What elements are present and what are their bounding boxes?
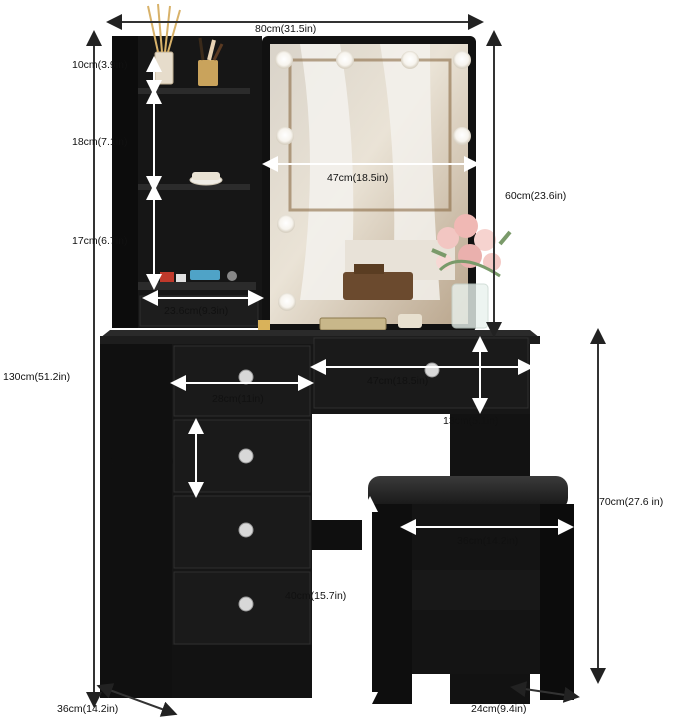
label-shelf-base-width: 23.6cm(9.3in) [164,305,229,317]
label-total-width: 80cm(31.5in) [255,23,317,35]
label-stool-width: 36cm(14.2in) [457,535,519,547]
label-shelf-middle-gap: 18cm(7.1in) [72,136,128,148]
label-depth: 36cm(14.2in) [57,703,119,715]
label-mirror-height: 60cm(23.6in) [505,190,567,202]
label-shelf-top-gap: 10cm(3.9in) [72,59,128,71]
lighted-mirror [262,36,476,332]
trinket-dish [189,172,223,186]
label-long-drawer-height: 13cm(5.1in) [443,415,499,427]
label-total-height: 130cm(51.2in) [3,371,71,383]
label-drawer-height: 14.6cm(5.7in) [109,455,174,467]
measurement-lines [86,14,606,717]
jewelry-tray [319,317,387,331]
perfume-items [258,314,422,330]
cosmetics-items [160,270,237,282]
mirror-bulbs [275,51,471,311]
label-shelf-lower-gap: 17cm(6.7in) [72,235,128,247]
label-stool-height: 40cm(15.7in) [285,590,347,602]
shelf-unit [112,36,262,328]
label-desk-height: 70cm(27.6 in) [599,496,664,508]
makeup-brush-cup [198,37,224,86]
label-top-drawer-width: 28cm(11in) [212,393,264,405]
label-stool-depth: 24cm(9.4in) [471,703,527,715]
stool [368,476,574,704]
label-long-drawer-width: 47cm(18.5in) [367,375,429,387]
label-mirror-width: 47cm(18.5in) [327,172,389,184]
